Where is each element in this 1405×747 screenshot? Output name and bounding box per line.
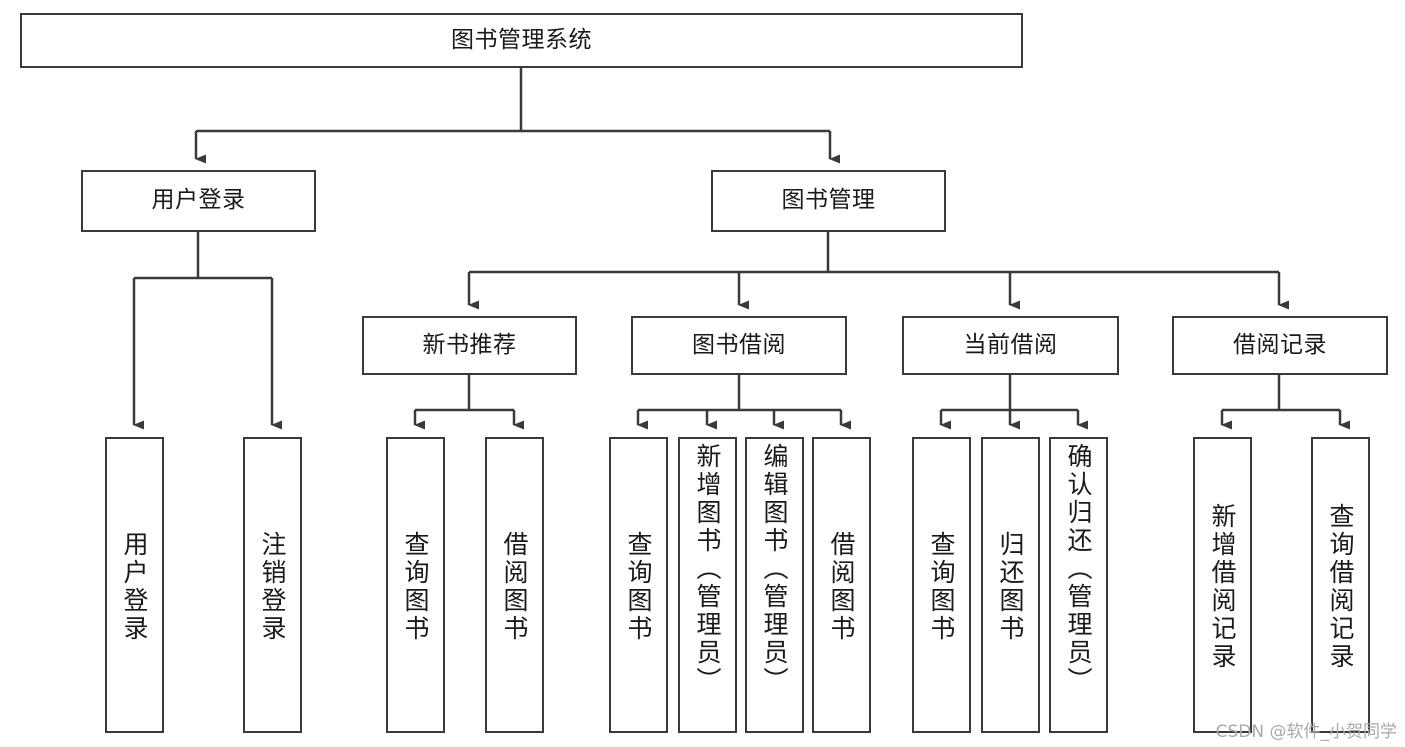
node-user-login[interactable]: 用户登录 (81, 170, 316, 232)
node-leaf-query-book-1[interactable]: 查询图书 (386, 437, 445, 733)
node-leaf-add-book-admin-label: 新增图书（管理员） (693, 443, 722, 695)
node-current-borrow[interactable]: 当前借阅 (902, 316, 1119, 375)
node-leaf-add-borrow-record[interactable]: 新增借阅记录 (1193, 437, 1252, 733)
node-leaf-user-login[interactable]: 用户登录 (105, 437, 164, 733)
node-leaf-query-borrow-record[interactable]: 查询借阅记录 (1311, 437, 1370, 733)
node-current-borrow-label: 当前借阅 (963, 331, 1058, 358)
node-leaf-logout-login[interactable]: 注销登录 (243, 437, 302, 733)
node-leaf-borrow-book-2[interactable]: 借阅图书 (812, 437, 871, 733)
node-leaf-confirm-return-admin-label: 确认归还（管理员） (1064, 443, 1093, 695)
node-book-management[interactable]: 图书管理 (711, 170, 946, 232)
node-leaf-edit-book-admin[interactable]: 编辑图书（管理员） (745, 437, 804, 733)
node-book-management-label: 图书管理 (781, 187, 876, 214)
node-leaf-logout-login-label: 注销登录 (258, 531, 287, 643)
node-leaf-add-book-admin[interactable]: 新增图书（管理员） (678, 437, 737, 733)
node-leaf-confirm-return-admin[interactable]: 确认归还（管理员） (1049, 437, 1108, 733)
node-book-borrow[interactable]: 图书借阅 (631, 316, 847, 375)
node-leaf-query-book-3-label: 查询图书 (927, 531, 956, 643)
node-leaf-borrow-book-2-label: 借阅图书 (827, 531, 856, 643)
node-leaf-query-borrow-record-label: 查询借阅记录 (1326, 503, 1355, 671)
node-leaf-add-borrow-record-label: 新增借阅记录 (1208, 503, 1237, 671)
node-new-book-recommend-label: 新书推荐 (422, 331, 517, 358)
node-leaf-query-book-2-label: 查询图书 (624, 531, 653, 643)
node-leaf-query-book-3[interactable]: 查询图书 (912, 437, 971, 733)
watermark: CSDN @软件_小贺同学 (1215, 722, 1397, 742)
node-borrow-record-label: 借阅记录 (1233, 331, 1327, 358)
node-new-book-recommend[interactable]: 新书推荐 (362, 316, 577, 375)
node-leaf-return-book-label: 归还图书 (996, 531, 1025, 643)
node-leaf-borrow-book-1[interactable]: 借阅图书 (485, 437, 544, 733)
node-leaf-query-book-1-label: 查询图书 (401, 531, 430, 643)
node-leaf-user-login-label: 用户登录 (120, 531, 149, 643)
node-leaf-edit-book-admin-label: 编辑图书（管理员） (760, 443, 789, 695)
node-book-borrow-label: 图书借阅 (692, 331, 786, 358)
node-leaf-borrow-book-1-label: 借阅图书 (500, 531, 529, 643)
node-root[interactable]: 图书管理系统 (20, 13, 1023, 68)
node-borrow-record[interactable]: 借阅记录 (1172, 316, 1388, 375)
node-leaf-query-book-2[interactable]: 查询图书 (609, 437, 668, 733)
node-leaf-return-book[interactable]: 归还图书 (981, 437, 1040, 733)
node-user-login-label: 用户登录 (151, 187, 246, 214)
node-root-label: 图书管理系统 (451, 26, 592, 53)
